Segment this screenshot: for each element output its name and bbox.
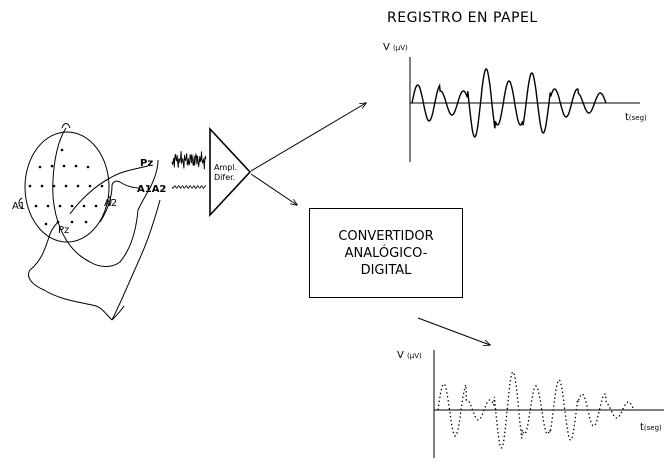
arrow-to-digital	[417, 317, 490, 345]
digital-plot-ylabel: V (µV)	[397, 350, 422, 361]
converter-label-line3: DIGITAL	[360, 262, 412, 278]
electrode-dot	[40, 184, 44, 188]
electrode-dot	[46, 204, 50, 208]
electrode-dot	[44, 222, 48, 226]
electrode-a2-label: A2	[104, 198, 117, 209]
electrode-a1-label: A1	[12, 201, 25, 212]
electrode-dot	[76, 184, 80, 188]
paper-plot-ylabel: V (µV)	[383, 42, 408, 53]
pz-eeg-trace	[171, 151, 207, 170]
electrode-dot	[70, 204, 74, 208]
digital-plot: V (µV) t(seg)	[397, 350, 664, 458]
electrode-pz-label: Pz	[58, 225, 69, 236]
electrode-dot	[38, 165, 42, 169]
analog-digital-converter-box: CONVERTIDOR ANALÓGICO- DIGITAL	[309, 208, 463, 298]
electrode-dot	[58, 204, 62, 208]
head-outline	[18, 123, 161, 321]
electrode-dot	[34, 204, 38, 208]
electrode-dot	[100, 184, 104, 188]
converter-label-line1: CONVERTIDOR	[338, 228, 434, 244]
electrode-dot	[70, 220, 74, 224]
paper-plot: V (µV) t(seg)	[383, 42, 647, 162]
electrode-dot	[64, 184, 68, 188]
electrode-dot	[84, 220, 88, 224]
electrode-dot	[82, 204, 86, 208]
electrode-dot	[50, 164, 54, 168]
differential-amplifier	[209, 126, 252, 218]
electrode-dot	[56, 220, 60, 224]
electrode-dot	[74, 164, 78, 168]
electrode-dot	[52, 184, 56, 188]
paper-plot-xlabel: t(seg)	[625, 112, 647, 123]
electrode-dot	[28, 184, 32, 188]
electrode-dot	[94, 204, 98, 208]
arrow-to-paper	[250, 103, 366, 172]
digital-plot-xlabel: t(seg)	[640, 422, 662, 433]
scalp-electrodes	[28, 148, 104, 226]
a1a2-signal-label: A1A2	[137, 184, 166, 195]
title: REGISTRO EN PAPEL	[387, 10, 538, 26]
arrow-to-converter	[250, 173, 297, 205]
converter-label-line2: ANALÓGICO-	[344, 245, 428, 261]
paper-plot-trace	[411, 68, 607, 138]
amplifier-label-line1: Ampl.	[214, 163, 237, 172]
electrode-dot	[86, 165, 90, 169]
electrode-dot	[88, 184, 92, 188]
electrode-dot	[62, 164, 66, 168]
digital-plot-trace	[437, 371, 635, 449]
pz-signal-label: Pz	[140, 158, 153, 169]
scalp-ellipse	[24, 131, 110, 243]
amplifier-label-line2: Difer.	[214, 173, 235, 182]
a1a2-eeg-trace	[171, 184, 207, 190]
electrode-dot	[60, 148, 64, 152]
